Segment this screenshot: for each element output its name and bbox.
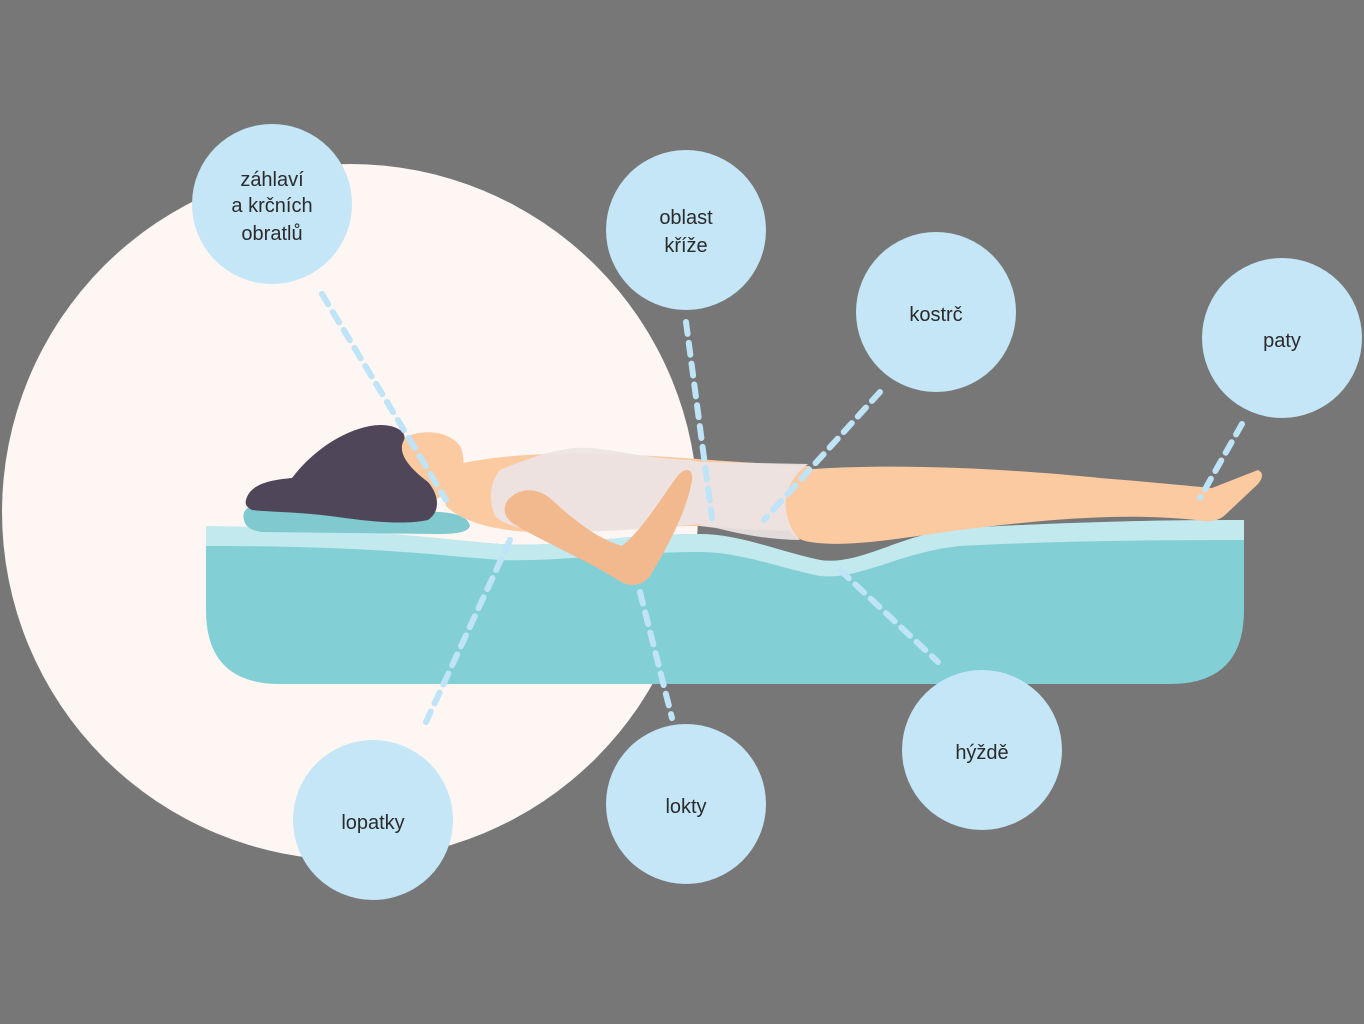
leader-coccyx bbox=[761, 389, 883, 523]
leader-head-neck bbox=[319, 291, 449, 503]
label-elbows: lokty bbox=[665, 796, 706, 818]
label-head-neck-2: a krčních bbox=[231, 195, 312, 217]
label-heels: paty bbox=[1263, 330, 1301, 352]
label-shoulder-blades: lopatky bbox=[341, 812, 404, 834]
leader-lines bbox=[319, 291, 1245, 725]
bubble-head-neck: záhlaví a krčních obratlů bbox=[192, 124, 352, 284]
bubble-elbows: lokty bbox=[606, 724, 766, 884]
label-coccyx: kostrč bbox=[909, 304, 962, 326]
person-hair bbox=[245, 424, 437, 523]
label-buttocks: hýždě bbox=[955, 742, 1008, 764]
leader-elbows bbox=[637, 589, 675, 721]
bubble-shoulder-blades: lopatky bbox=[293, 740, 453, 900]
leader-heels bbox=[1197, 421, 1245, 501]
leader-buttocks bbox=[837, 567, 941, 665]
person-arm bbox=[504, 469, 693, 585]
bubble-sacrum: oblast kříže bbox=[606, 150, 766, 310]
label-sacrum-1: oblast bbox=[659, 207, 713, 229]
mattress-top-layer bbox=[206, 520, 1244, 577]
label-head-neck-1: záhlaví bbox=[240, 169, 304, 191]
person-shorts bbox=[700, 462, 808, 540]
leader-shoulder-blades bbox=[423, 537, 513, 725]
person-legs bbox=[781, 466, 1262, 544]
bubble-heels: paty bbox=[1202, 258, 1362, 418]
bubble-coccyx: kostrč bbox=[856, 232, 1016, 392]
label-sacrum-2: kříže bbox=[664, 235, 707, 257]
bubble-buttocks: hýždě bbox=[902, 670, 1062, 830]
label-head-neck-3: obratlů bbox=[241, 223, 302, 245]
leader-sacrum bbox=[683, 319, 715, 521]
